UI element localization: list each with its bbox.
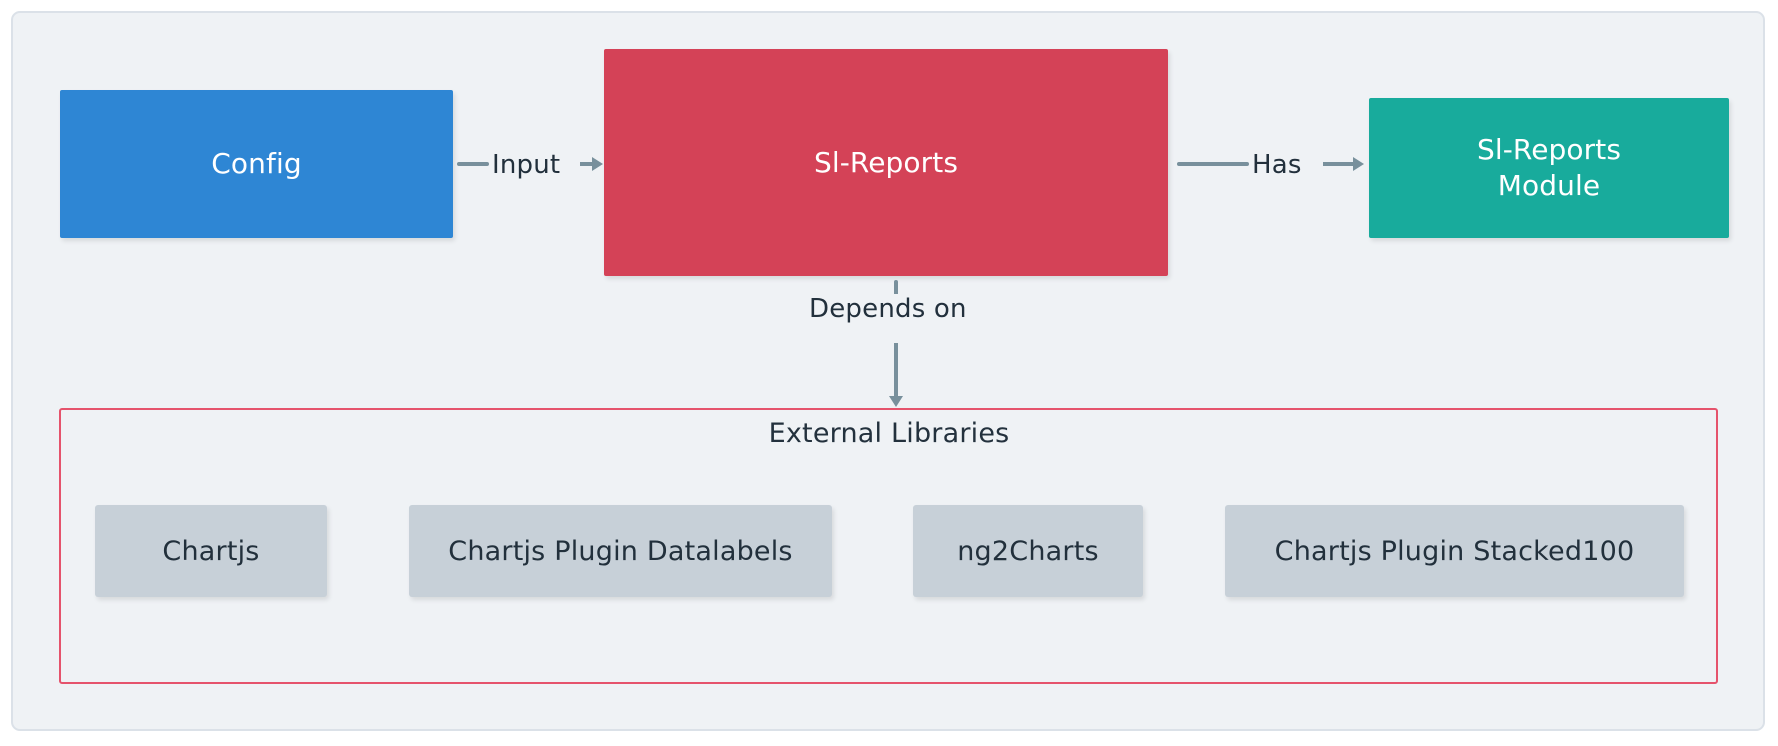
edge-input-arrowhead-icon — [592, 157, 603, 171]
edge-has-label: Has — [1249, 150, 1305, 180]
node-config[interactable]: Config — [60, 90, 453, 238]
edge-depends-on-line-bottom — [894, 343, 898, 397]
library-node-chartjs-plugin-stacked100-label: Chartjs Plugin Stacked100 — [1274, 535, 1635, 567]
node-sl-reports-module-label-line1: Sl-Reports — [1476, 133, 1622, 167]
edge-input-label: Input — [489, 150, 564, 180]
edge-input-line-right — [580, 162, 594, 166]
subgraph-external-libraries — [59, 408, 1718, 684]
library-node-ng2charts-label: ng2Charts — [957, 535, 1099, 567]
edge-has-line-right — [1323, 162, 1355, 166]
node-sl-reports[interactable]: Sl-Reports — [604, 49, 1168, 276]
edge-input-line-left — [457, 162, 489, 166]
node-sl-reports-module[interactable]: Sl-Reports Module — [1369, 98, 1729, 238]
edge-depends-on-label: Depends on — [806, 294, 970, 324]
library-node-chartjs-plugin-datalabels[interactable]: Chartjs Plugin Datalabels — [409, 505, 832, 597]
library-node-ng2charts[interactable]: ng2Charts — [913, 505, 1143, 597]
edge-has-arrowhead-icon — [1353, 157, 1364, 171]
edge-depends-on-arrowhead-icon — [889, 396, 903, 407]
node-sl-reports-module-label: Sl-Reports Module — [1477, 132, 1621, 204]
edge-has-line-left — [1177, 162, 1249, 166]
node-sl-reports-module-label-line2: Module — [1497, 169, 1601, 202]
node-sl-reports-label: Sl-Reports — [813, 145, 959, 179]
subgraph-external-libraries-title: External Libraries — [768, 418, 1010, 449]
library-node-chartjs-plugin-stacked100[interactable]: Chartjs Plugin Stacked100 — [1225, 505, 1684, 597]
library-node-chartjs[interactable]: Chartjs — [95, 505, 327, 597]
library-node-chartjs-label: Chartjs — [162, 535, 260, 567]
library-node-chartjs-plugin-datalabels-label: Chartjs Plugin Datalabels — [448, 535, 793, 567]
node-config-label: Config — [211, 147, 302, 181]
